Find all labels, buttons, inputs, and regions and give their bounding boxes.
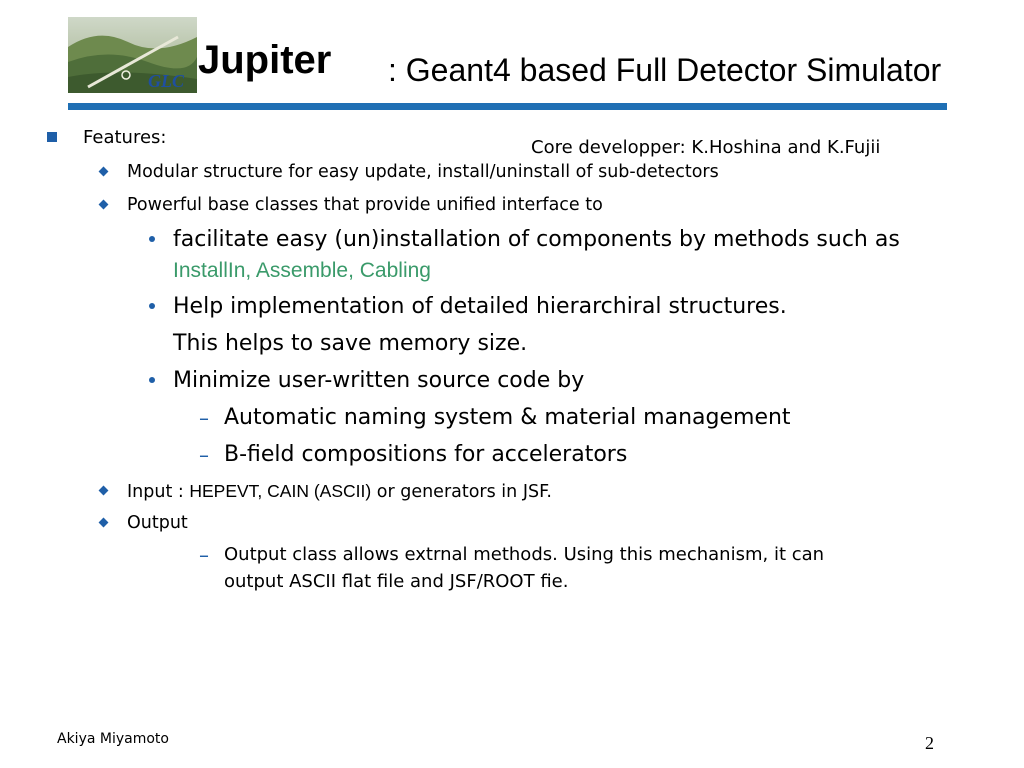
output-item: Output xyxy=(127,513,188,533)
output-description-line-1: Output class allows extrnal methods. Usi… xyxy=(224,544,825,565)
bfield-item: B-field compositions for accelerators xyxy=(224,442,628,467)
features-heading: Features: xyxy=(83,127,167,148)
hierarchy-item: Help implementation of detailed hierarch… xyxy=(173,294,787,319)
dot-bullet-icon xyxy=(149,236,155,242)
input-formats: HEPEVT, CAIN (ASCII) xyxy=(189,481,372,501)
svg-text:GLC: GLC xyxy=(148,71,185,91)
footer-author: Akiya Miyamoto xyxy=(57,731,169,747)
output-description-line-2: output ASCII flat file and JSF/ROOT fie. xyxy=(224,571,569,592)
core-developer-credit: Core developper: K.Hoshina and K.Fujii xyxy=(531,137,881,158)
naming-item: Automatic naming system & material manag… xyxy=(224,405,791,430)
dash-bullet-icon: – xyxy=(199,443,209,467)
methods-highlight: InstallIn, Assemble, Cabling xyxy=(173,259,431,282)
title-divider xyxy=(68,103,947,110)
dot-bullet-icon xyxy=(149,377,155,383)
base-classes-item: Powerful base classes that provide unifi… xyxy=(127,195,603,215)
input-item: Input : HEPEVT, CAIN (ASCII) or generato… xyxy=(127,479,552,504)
slide-subtitle: : Geant4 based Full Detector Simulator xyxy=(388,52,942,88)
modular-item: Modular structure for easy update, insta… xyxy=(127,162,719,182)
slide-title: Jupiter xyxy=(198,38,332,82)
dash-bullet-icon: – xyxy=(199,406,209,430)
glc-logo: GLC xyxy=(68,17,197,93)
memory-note: This helps to save memory size. xyxy=(173,331,528,356)
diamond-bullet-icon xyxy=(98,517,109,528)
page-number: 2 xyxy=(925,733,934,753)
facilitate-item: facilitate easy (un)installation of comp… xyxy=(173,227,900,252)
dot-bullet-icon xyxy=(149,303,155,309)
dash-bullet-icon: – xyxy=(199,543,209,567)
input-label: Input : xyxy=(127,482,190,502)
diamond-bullet-icon xyxy=(98,199,109,210)
input-rest: or generators in JSF. xyxy=(371,482,552,502)
minimize-item: Minimize user-written source code by xyxy=(173,368,585,393)
square-bullet-icon xyxy=(47,132,57,142)
diamond-bullet-icon xyxy=(98,166,109,177)
diamond-bullet-icon xyxy=(98,485,109,496)
